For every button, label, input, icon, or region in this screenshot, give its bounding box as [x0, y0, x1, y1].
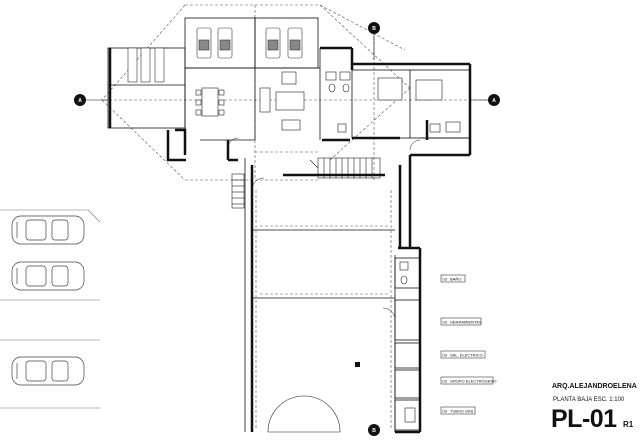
- service-rooms: [394, 257, 421, 431]
- svg-text:03: 03: [443, 353, 448, 358]
- entry-steps: [231, 173, 245, 209]
- room-tag-grupo-electrogeno: 03 GRUPO ELECTRÓGENO: [440, 376, 496, 385]
- room-tag-tubos-gas: 03 TUBOS GAS: [440, 406, 476, 415]
- parking-area: [0, 209, 101, 409]
- room-tag-bano: 03 BAÑO: [440, 274, 466, 283]
- svg-text:TUBOS GAS: TUBOS GAS: [450, 409, 474, 414]
- architect-name: ARQ.ALEJANDROELENA: [552, 383, 637, 390]
- svg-text:BAÑO: BAÑO: [450, 277, 461, 282]
- service-fixtures: [399, 261, 416, 423]
- svg-text:B: B: [372, 26, 376, 32]
- garage-door-swings: [267, 395, 341, 433]
- car-3-icon: [11, 356, 85, 386]
- sheet-subtitle: PLANTA BAJA ESC. 1:100: [553, 397, 625, 403]
- svg-text:B: B: [372, 428, 376, 434]
- svg-text:GRUPO ELECTRÓGENO: GRUPO ELECTRÓGENO: [450, 379, 496, 384]
- sheet-code: PL-01: [551, 405, 617, 433]
- svg-text:A: A: [78, 98, 82, 104]
- section-marker-b-top: B: [368, 22, 380, 60]
- car-1-icon: [11, 215, 85, 245]
- svg-text:SAL. ELECTRICO: SAL. ELECTRICO: [450, 353, 483, 358]
- title-block: ARQ.ALEJANDROELENA PLANTA BAJA ESC. 1:10…: [551, 383, 637, 433]
- right-wing-thick: [352, 62, 472, 157]
- svg-text:03: 03: [443, 277, 448, 282]
- section-marker-b-bottom: B: [368, 424, 380, 436]
- car-2-icon: [11, 261, 85, 291]
- main-hall-thick: [250, 155, 422, 432]
- revision-tag: R1: [623, 420, 634, 429]
- bathroom-fixtures: [325, 71, 461, 133]
- kitchen-island: [377, 77, 443, 101]
- section-marker-a-right: A: [470, 94, 500, 106]
- room-tag-herramientas: 03 HERRAMIENTAS: [440, 317, 482, 326]
- main-hall-dashed: [255, 190, 392, 430]
- sun-loungers: [127, 47, 165, 83]
- room-tag-sal-electrico: 03 SAL. ELECTRICO: [440, 350, 486, 359]
- section-marker-a-left: A: [74, 94, 110, 106]
- svg-text:A: A: [492, 98, 496, 104]
- service-room-thick: [395, 300, 422, 434]
- living-furniture: [259, 71, 305, 131]
- garage-vehicles: [196, 27, 303, 59]
- main-hall-walls: [244, 158, 396, 432]
- svg-text:HERRAMIENTAS: HERRAMIENTAS: [450, 320, 482, 325]
- column-marker: [355, 362, 360, 367]
- svg-text:03: 03: [443, 320, 448, 325]
- svg-text:03: 03: [443, 379, 448, 384]
- dining-table: [195, 87, 225, 117]
- svg-text:03: 03: [443, 409, 448, 414]
- door-swings: [227, 137, 421, 321]
- upper-wing-thick-walls: [166, 46, 354, 162]
